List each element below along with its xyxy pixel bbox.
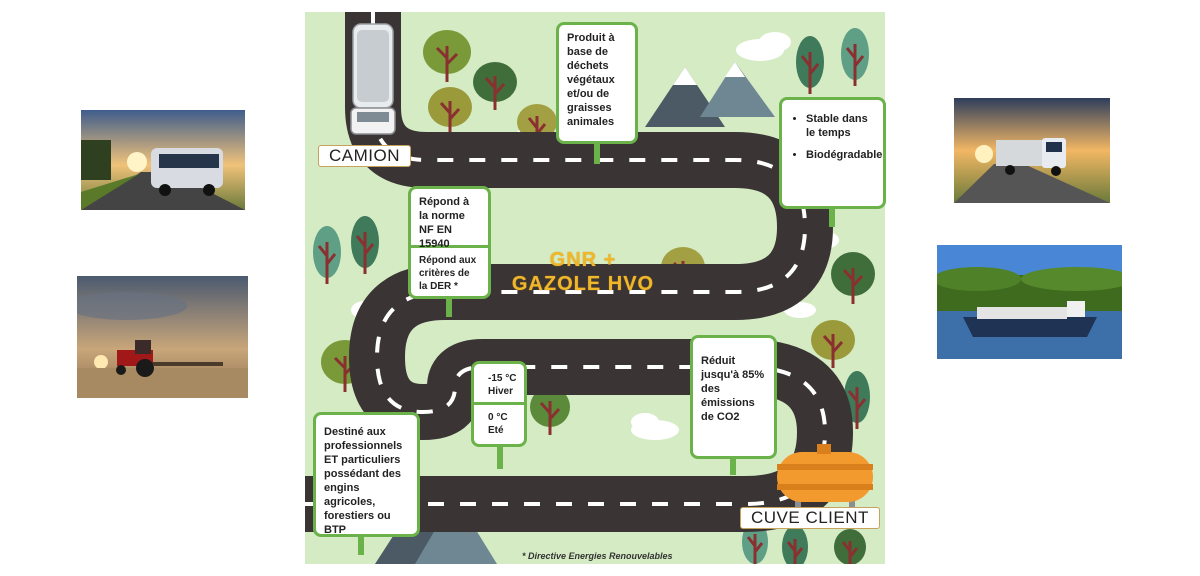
callout-der-text: Répond aux critères de la DER * xyxy=(419,255,477,292)
callout-emissions-stem xyxy=(730,459,736,475)
tanker-truck-icon xyxy=(350,23,396,135)
customer-tank-icon xyxy=(777,444,873,508)
callout-destine: Destiné aux professionnels ET particulie… xyxy=(313,412,420,537)
callout-norme-der: Répond à la norme NF EN 15940 Répond aux… xyxy=(408,186,491,299)
bus-photo xyxy=(81,110,245,210)
callout-stable-stem xyxy=(829,209,835,227)
callout-stable-item: Stable dans le temps xyxy=(806,112,875,140)
truck-label: CAMION xyxy=(318,145,411,167)
footnote: * Directive Energies Renouvelables xyxy=(522,551,673,561)
product-title: GNR + GAZOLE HVO xyxy=(508,248,658,296)
callout-norme-der-stem xyxy=(446,299,452,317)
barge-photo xyxy=(937,245,1122,359)
product-title-line2: GAZOLE HVO xyxy=(511,273,655,295)
callout-produit-stem xyxy=(594,144,600,164)
callout-hiver-text: -15 °C Hiver xyxy=(488,373,517,397)
callout-norme-text: Répond à la norme NF EN 15940 xyxy=(419,196,470,250)
callout-produit: Produit à base de déchets végétaux et/ou… xyxy=(556,22,638,144)
callout-stable: Stable dans le temps Biodégradable xyxy=(779,97,886,209)
callout-destine-text: Destiné aux professionnels ET particulie… xyxy=(324,426,403,536)
callout-destine-stem xyxy=(358,537,364,555)
road-markings xyxy=(305,12,828,506)
callout-temperature: -15 °C Hiver 0 °C Eté xyxy=(471,361,527,447)
truck-photo xyxy=(954,98,1110,203)
callout-temperature-stem xyxy=(497,447,503,469)
callout-ete-text: 0 °C Eté xyxy=(488,412,508,436)
callout-divider xyxy=(411,245,488,248)
callout-stable-item: Biodégradable xyxy=(806,148,882,162)
callout-divider xyxy=(474,402,524,405)
customer-tank-label: CUVE CLIENT xyxy=(740,507,880,529)
callout-emissions: Réduit jusqu'à 85% des émissions de CO2 xyxy=(690,335,777,459)
product-title-line1: GNR + xyxy=(549,249,617,271)
callout-emissions-text: Réduit jusqu'à 85% des émissions de CO2 xyxy=(701,355,765,423)
callout-produit-text: Produit à base de déchets végétaux et/ou… xyxy=(567,32,615,128)
tractor-photo xyxy=(77,276,248,398)
